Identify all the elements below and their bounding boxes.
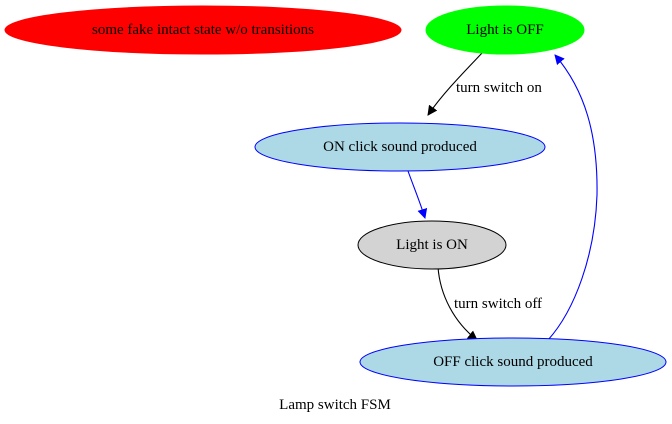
state-node-fake: some fake intact state w/o transitions [4, 5, 402, 55]
edge-off-click-to-off [547, 54, 598, 341]
state-node-light-off: Light is OFF [425, 5, 585, 55]
state-node-light-off-label: Light is OFF [466, 22, 544, 38]
edge-label-turn-switch-on: turn switch on [456, 80, 542, 96]
edge-on-click-to-on [407, 170, 428, 219]
edge-off-to-on-click [427, 51, 484, 116]
edge-label-turn-switch-off: turn switch off [454, 296, 542, 312]
state-node-on-click: ON click sound produced [254, 122, 546, 172]
state-node-off-click-shape [359, 337, 667, 387]
state-node-light-on-shape [357, 220, 507, 270]
state-node-on-click-shape [254, 122, 546, 172]
state-node-off-click-label: OFF click sound produced [433, 354, 593, 370]
state-node-light-on: Light is ON [357, 220, 507, 270]
state-node-off-click: OFF click sound produced [359, 337, 667, 387]
state-node-fake-label: some fake intact state w/o transitions [92, 22, 314, 38]
edge-on-to-off-click [437, 266, 478, 341]
state-node-on-click-label: ON click sound produced [323, 139, 477, 155]
state-node-fake-shape [4, 5, 402, 55]
state-node-light-on-label: Light is ON [396, 237, 468, 253]
diagram-caption: Lamp switch FSM [279, 397, 391, 413]
state-node-light-off-shape [425, 5, 585, 55]
